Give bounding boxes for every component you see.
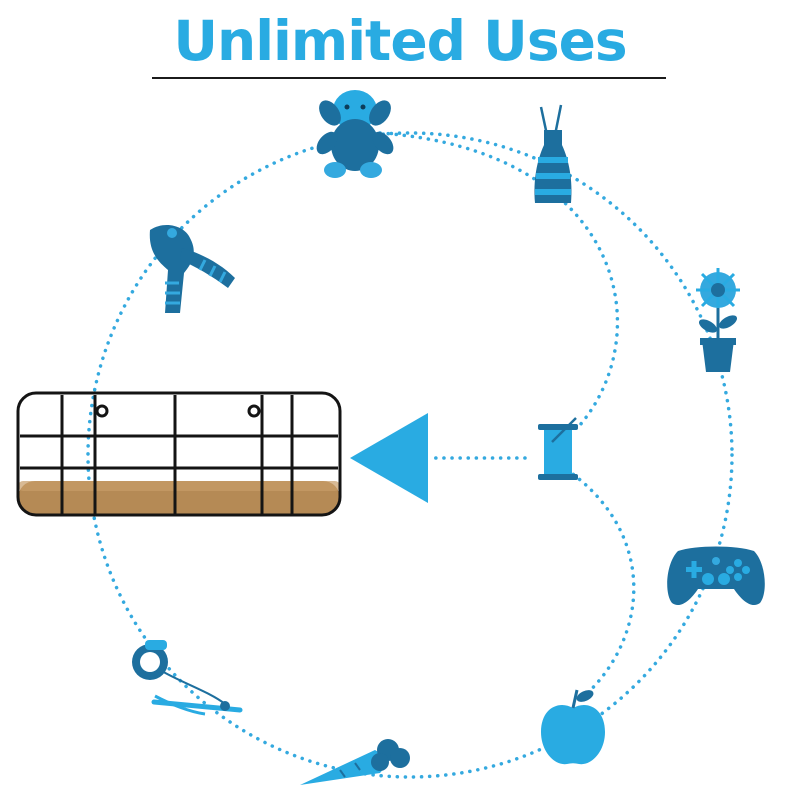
title-underline (152, 77, 666, 79)
carrot-icon (300, 739, 410, 785)
scarf-icon (149, 224, 235, 313)
dog-leash-icon (132, 640, 243, 716)
wire-shelf-image (16, 391, 342, 517)
arrow-icon (350, 413, 428, 503)
thread-spool-icon (538, 417, 578, 480)
page-title: Unlimited Uses (173, 9, 627, 73)
vase-icon (534, 104, 572, 203)
potted-flower-icon (696, 268, 740, 372)
apple-icon (541, 689, 605, 765)
stuffed-animal-icon (316, 90, 394, 178)
dotted-circle (86, 131, 734, 779)
game-controller-icon (667, 546, 765, 606)
